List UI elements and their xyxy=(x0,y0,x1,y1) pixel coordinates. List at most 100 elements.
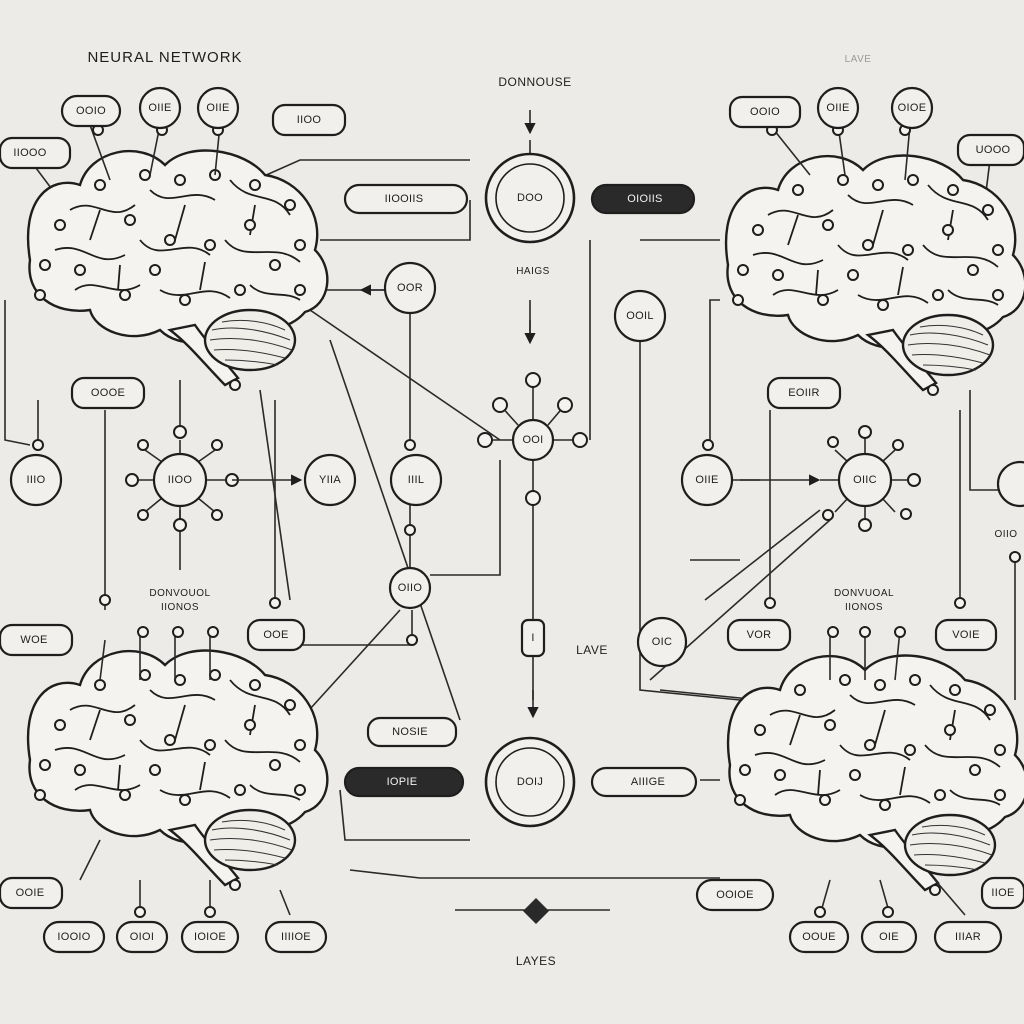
svg-text:OIOIIS: OIOIIS xyxy=(627,193,662,205)
node-oor: OOR xyxy=(383,261,437,315)
svg-text:OIE: OIE xyxy=(879,931,899,943)
svg-text:IIOO: IIOO xyxy=(297,114,322,126)
flow-arrows xyxy=(359,110,539,719)
node-bottom-center: DOIJ xyxy=(484,736,576,828)
pill-br-far-right: IIOE xyxy=(980,876,1024,910)
center-hub-spokes xyxy=(477,372,588,506)
svg-text:OOIOE: OOIOE xyxy=(716,889,754,901)
svg-text:I: I xyxy=(531,632,534,644)
pill-mid-left: OOOE xyxy=(70,376,146,410)
edge-note: OIIO xyxy=(994,529,1017,540)
svg-text:EOIIR: EOIIR xyxy=(788,387,819,399)
svg-text:DOIJ: DOIJ xyxy=(517,776,543,788)
pill-bl-side: WOE xyxy=(0,623,74,657)
node-tr-2: OIOE xyxy=(890,86,934,130)
pill-mid-right: EOIIR xyxy=(766,376,842,410)
right-caption-line1: DONVUOAL xyxy=(834,588,894,599)
pill-br-right: VOIE xyxy=(934,618,998,652)
svg-text:OIIE: OIIE xyxy=(826,102,849,114)
svg-text:IOPIE: IOPIE xyxy=(387,776,418,788)
svg-text:YIIA: YIIA xyxy=(319,474,341,486)
pill-arrow-bottom-right: AIIIGE xyxy=(590,766,698,798)
svg-text:OOI: OOI xyxy=(522,434,543,446)
node-left-hub: IIOO xyxy=(152,452,208,508)
pill-br-b1: OOUE xyxy=(788,920,850,954)
svg-text:IIOE: IIOE xyxy=(991,887,1014,899)
svg-text:DOO: DOO xyxy=(517,192,543,204)
svg-text:VOR: VOR xyxy=(747,629,772,641)
mid-label: HAIGS xyxy=(516,266,550,277)
svg-text:AIIIGE: AIIIGE xyxy=(631,776,665,788)
bottom-label: LAYES xyxy=(516,954,556,968)
node-iiio: IIIO xyxy=(9,453,63,507)
svg-text:IIOOO: IIOOO xyxy=(13,147,46,159)
pill-bl-b1: IOOIO xyxy=(42,920,106,954)
brain-bottom-right xyxy=(726,654,1024,897)
svg-text:OIIE: OIIE xyxy=(206,102,229,114)
svg-text:IIIO: IIIO xyxy=(27,474,46,486)
pill-bl-b2: OIOI xyxy=(115,920,169,954)
node-oic: OIC xyxy=(636,616,688,668)
svg-text:OIOE: OIOE xyxy=(898,102,927,114)
pill-tl-3: IIOO xyxy=(271,103,347,137)
svg-text:OIIC: OIIC xyxy=(853,474,877,486)
pill-br-b3: IIIAR xyxy=(933,920,1003,954)
pill-br-left: VOR xyxy=(726,618,792,652)
svg-text:OOIO: OOIO xyxy=(76,105,106,117)
diamond-marker xyxy=(523,898,549,924)
svg-text:IIOO: IIOO xyxy=(168,474,193,486)
pill-arrow-left: IIOOIIS xyxy=(343,183,469,215)
node-right-edge xyxy=(996,460,1024,508)
node-yiia: YIIA xyxy=(303,453,357,507)
svg-text:IIOOIIS: IIOOIIS xyxy=(385,193,424,205)
pill-arrow-right: OIOIIS xyxy=(590,183,696,215)
svg-text:OIC: OIC xyxy=(652,636,672,648)
pill-bl-far: OOIE xyxy=(0,876,64,910)
node-top-center: DOO xyxy=(484,152,576,244)
left-caption-line2: IIONOS xyxy=(161,602,199,613)
node-tr-1: OIIE xyxy=(816,86,860,130)
brain-top-left xyxy=(26,149,329,392)
pill-bl-top: OOE xyxy=(246,618,306,652)
node-tl-1: OIIE xyxy=(138,86,182,130)
svg-text:IIIIOE: IIIIOE xyxy=(281,931,311,943)
svg-text:OIIE: OIIE xyxy=(695,474,718,486)
svg-text:IOIOE: IOIOE xyxy=(194,931,226,943)
pill-bl-b3: IOIOE xyxy=(180,920,240,954)
pill-tr-0: OOIO xyxy=(728,95,802,129)
node-oiio: OIIO xyxy=(388,566,432,610)
pill-arrow-bottom-top: NOSIE xyxy=(366,716,458,748)
pill-center-small: I xyxy=(520,618,546,658)
brain-top-right xyxy=(724,154,1024,397)
svg-text:OOUE: OOUE xyxy=(802,931,836,943)
svg-text:IIIL: IIIL xyxy=(408,474,425,486)
pill-tr-side: UOOO xyxy=(956,133,1024,167)
right-hub-spokes xyxy=(740,425,921,532)
svg-text:OOE: OOE xyxy=(263,629,288,641)
pill-bl-b4: IIIIOE xyxy=(264,920,328,954)
lave-label: LAVE xyxy=(576,643,608,657)
svg-text:OOIO: OOIO xyxy=(750,106,780,118)
svg-text:OIIO: OIIO xyxy=(398,582,423,594)
diagram-title: NEURAL NETWORK xyxy=(87,49,242,66)
right-caption-line2: IIONOS xyxy=(845,602,883,613)
node-ool: OOIL xyxy=(613,289,667,343)
node-tl-2: OIIE xyxy=(196,86,240,130)
pill-br-far-left: OOIOE xyxy=(695,878,775,912)
brain-bottom-left xyxy=(26,649,329,892)
node-hub-center: OOI xyxy=(511,418,555,462)
svg-text:OIOI: OIOI xyxy=(130,931,154,943)
pill-tl-0: OOIO xyxy=(60,94,122,128)
top-label: DONNOUSE xyxy=(498,75,571,89)
svg-text:NOSIE: NOSIE xyxy=(392,726,428,738)
svg-text:OOR: OOR xyxy=(397,282,423,294)
node-oiie: OIIE xyxy=(680,453,734,507)
header-right-label: LAVE xyxy=(845,54,872,65)
pill-tl-side: IIOOO xyxy=(0,136,72,170)
svg-text:IOOIO: IOOIO xyxy=(57,931,90,943)
svg-text:OOIE: OOIE xyxy=(16,887,45,899)
svg-text:WOE: WOE xyxy=(20,634,47,646)
pill-br-b2: OIE xyxy=(860,920,918,954)
svg-text:OOOE: OOOE xyxy=(91,387,125,399)
